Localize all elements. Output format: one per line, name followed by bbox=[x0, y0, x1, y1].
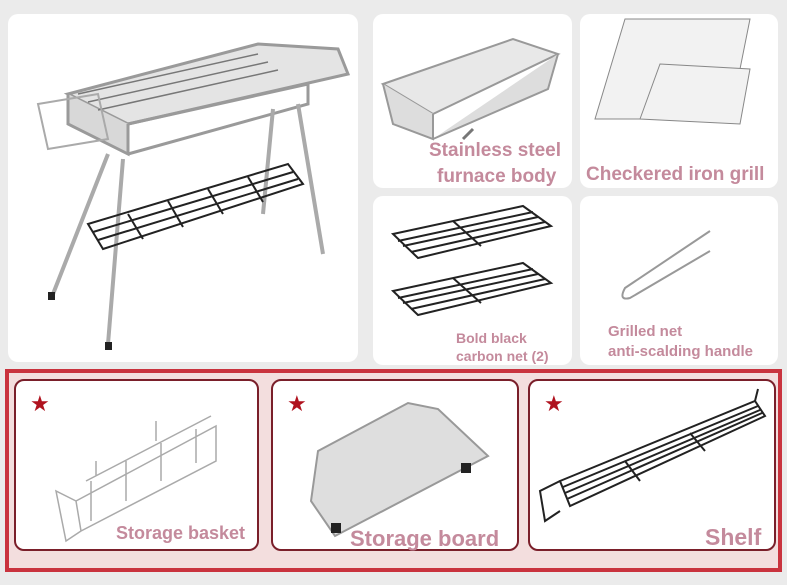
furnace-label-1: Stainless steel bbox=[429, 140, 562, 161]
handle-card: Grilled net anti-scalding handle bbox=[580, 196, 778, 365]
handle-label-1: Grilled net bbox=[608, 323, 683, 340]
storage-board-card: ★ Storage board bbox=[271, 379, 519, 551]
handle-image bbox=[621, 230, 711, 300]
grill-card bbox=[8, 14, 358, 362]
shelf-label: Shelf bbox=[705, 524, 762, 550]
grill-image bbox=[36, 42, 351, 350]
carbon-net-image bbox=[390, 204, 554, 317]
carbon-net-label-1: Bold black bbox=[456, 330, 527, 346]
featured-accessories-frame: ★ Storage basket ★ Storage board ★ Shelf bbox=[5, 369, 782, 572]
star-icon: ★ bbox=[544, 391, 564, 416]
storage-basket-card: ★ Storage basket bbox=[14, 379, 259, 551]
star-icon: ★ bbox=[30, 391, 50, 416]
storage-basket-image bbox=[54, 415, 217, 543]
furnace-image bbox=[380, 37, 561, 141]
shelf-card: ★ Shelf bbox=[528, 379, 776, 551]
furnace-card: Stainless steel furnace body bbox=[373, 14, 572, 188]
storage-board-label: Storage board bbox=[350, 526, 500, 551]
iron-grill-card: Checkered iron grill bbox=[580, 14, 778, 188]
iron-grill-image bbox=[594, 18, 751, 125]
storage-board-image bbox=[309, 401, 490, 538]
furnace-label-2: furnace body bbox=[437, 166, 557, 187]
storage-basket-label: Storage basket bbox=[116, 523, 246, 543]
carbon-net-label-2: carbon net (2) bbox=[456, 348, 549, 364]
carbon-net-card: Bold black carbon net (2) bbox=[373, 196, 572, 365]
iron-grill-label: Checkered iron grill bbox=[586, 164, 765, 185]
star-icon: ★ bbox=[287, 391, 307, 416]
handle-label-2: anti-scalding handle bbox=[608, 343, 754, 360]
shelf-image bbox=[538, 388, 767, 523]
